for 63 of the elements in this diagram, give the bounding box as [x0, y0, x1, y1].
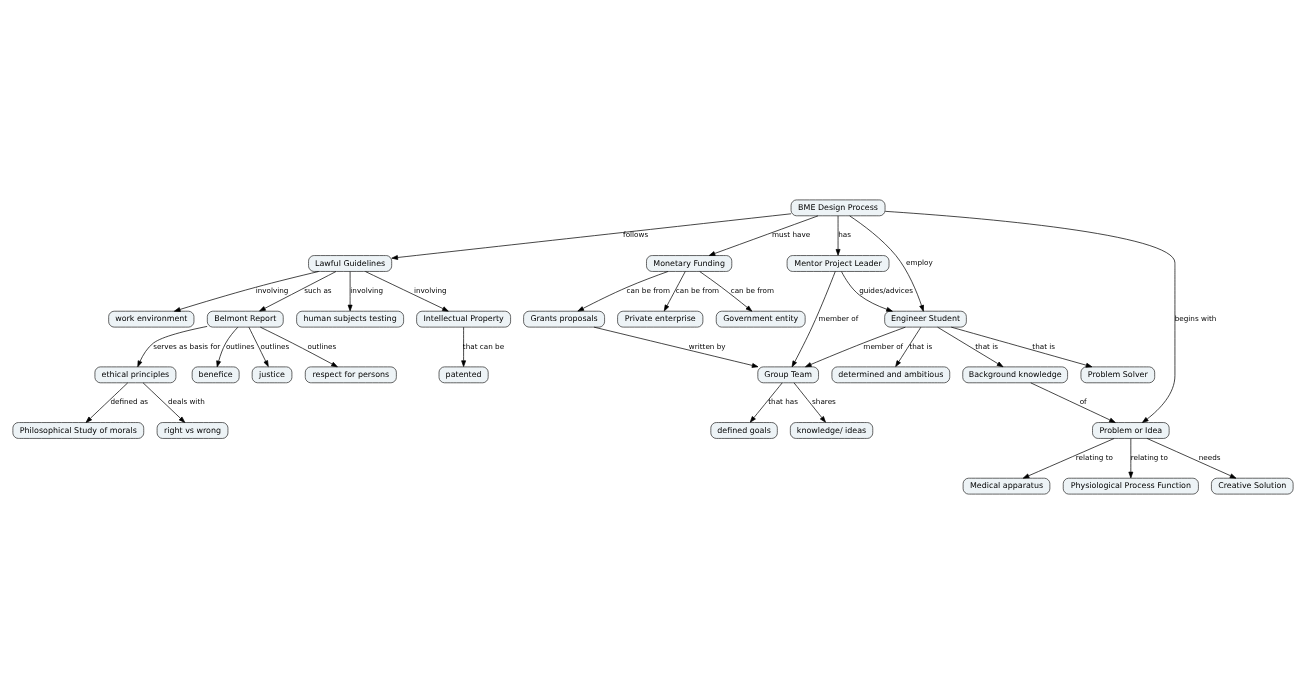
- arrow: [216, 326, 239, 367]
- arrow: [699, 270, 753, 311]
- arrow: [1128, 437, 1134, 478]
- edge-label: employ: [906, 257, 933, 267]
- edge-label: involving: [413, 285, 447, 295]
- edge-label: can be from: [730, 285, 775, 295]
- arrow: [805, 326, 906, 367]
- arrow: [142, 382, 186, 423]
- edge-label: defined as: [110, 396, 149, 406]
- edge-label: that is: [1032, 341, 1056, 351]
- edge-label: member of: [863, 341, 904, 351]
- edge-label: that has: [768, 396, 798, 406]
- arrow: [1030, 382, 1116, 423]
- arrow: [259, 270, 337, 311]
- edge-label: relating to: [1075, 452, 1113, 462]
- edge-label: can be from: [675, 285, 720, 295]
- edge-label: member of: [818, 313, 859, 323]
- edge-label: involving: [350, 285, 384, 295]
- arrow: [937, 326, 1004, 367]
- edge-label: outlines: [225, 341, 255, 351]
- edge-label: such as: [304, 285, 332, 295]
- arrow: [593, 326, 759, 368]
- edge-label: has: [838, 229, 851, 239]
- edge-label: must have: [771, 229, 811, 239]
- edge-label: begins with: [1174, 313, 1217, 323]
- arrow: [248, 326, 269, 367]
- edge-label: deals with: [167, 396, 205, 406]
- arrow: [835, 215, 841, 256]
- edge-label: outlines: [260, 341, 290, 351]
- edge-label: can be from: [626, 285, 670, 295]
- edge-label: serves as basis for: [153, 341, 221, 351]
- arrow: [1022, 437, 1115, 478]
- arrow: [849, 215, 924, 312]
- edge-label: of: [1079, 396, 1087, 406]
- arrow: [347, 270, 353, 311]
- edge-label: that can be: [462, 341, 505, 351]
- arrow: [1146, 437, 1237, 478]
- edge-label: outlines: [307, 341, 337, 351]
- arrow: [577, 270, 669, 311]
- arrow: [841, 270, 893, 312]
- edge-label: relating to: [1130, 452, 1168, 462]
- arrow: [708, 215, 819, 256]
- arrow: [791, 270, 836, 367]
- edge-label: shares: [812, 396, 836, 406]
- arrow: [461, 326, 466, 367]
- edge-label: follows: [623, 229, 649, 239]
- arrow: [793, 382, 826, 423]
- arrow: [174, 270, 320, 312]
- arrow: [260, 326, 338, 367]
- arrow: [950, 326, 1093, 368]
- arrow: [85, 382, 129, 423]
- arrow: [749, 382, 783, 423]
- edge-label: involving: [255, 285, 289, 295]
- edge-label: written by: [688, 341, 726, 351]
- edge-label: that is: [975, 341, 998, 351]
- edge-label: needs: [1198, 452, 1221, 462]
- arrow: [663, 270, 686, 311]
- arrow: [895, 326, 922, 367]
- arrow: [137, 325, 208, 367]
- arrow: [365, 270, 449, 312]
- arrow: [391, 212, 792, 260]
- edge-label: that is: [909, 341, 933, 351]
- edge-label: guides/advices: [859, 285, 914, 295]
